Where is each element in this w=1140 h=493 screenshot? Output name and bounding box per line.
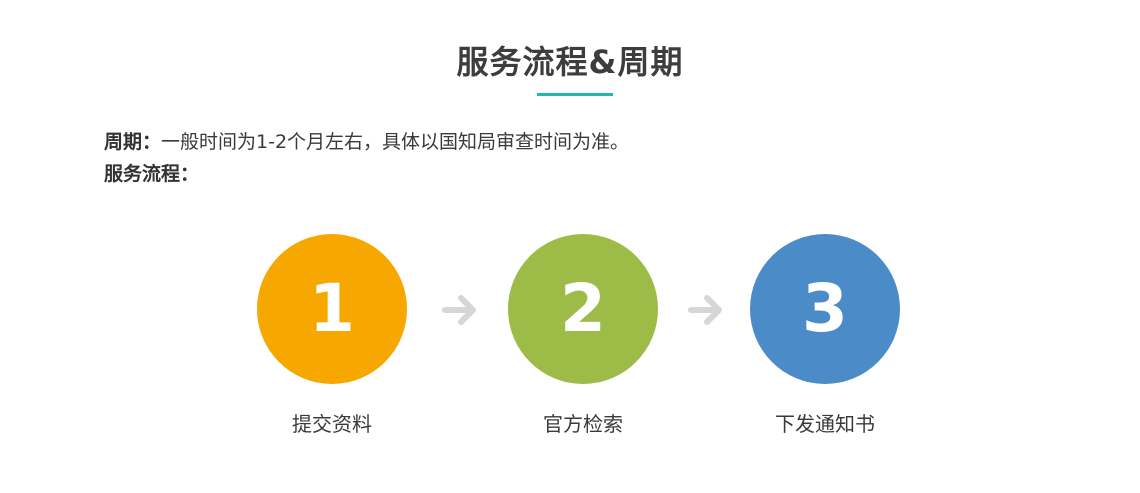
step-3: 3 下发通知书 [750,234,900,436]
step-1-label: 提交资料 [292,412,372,436]
arrow-right-icon [688,295,722,325]
step-2-circle: 2 [508,234,658,384]
step-3-number: 3 [802,270,848,347]
period-label: 周期： [104,131,162,153]
step-1-circle: 1 [257,234,407,384]
step-3-label: 下发通知书 [775,412,875,436]
step-2: 2 官方检索 [508,234,658,436]
step-1-number: 1 [309,270,355,347]
step-2-number: 2 [560,270,606,347]
section-title: 服务流程&周期 [456,43,684,81]
period-line: 周期：一般时间为1-2个月左右，具体以国知局审查时间为准。 [104,126,629,158]
step-3-circle: 3 [750,234,900,384]
process-label: 服务流程： [104,163,200,185]
title-underline [537,93,613,96]
step-2-label: 官方检索 [543,412,623,436]
arrow-right-icon [442,295,476,325]
period-text: 一般时间为1-2个月左右，具体以国知局审查时间为准。 [161,131,630,153]
step-1: 1 提交资料 [257,234,407,436]
info-block: 周期：一般时间为1-2个月左右，具体以国知局审查时间为准。 服务流程： [104,126,629,190]
process-line: 服务流程： [104,158,629,190]
